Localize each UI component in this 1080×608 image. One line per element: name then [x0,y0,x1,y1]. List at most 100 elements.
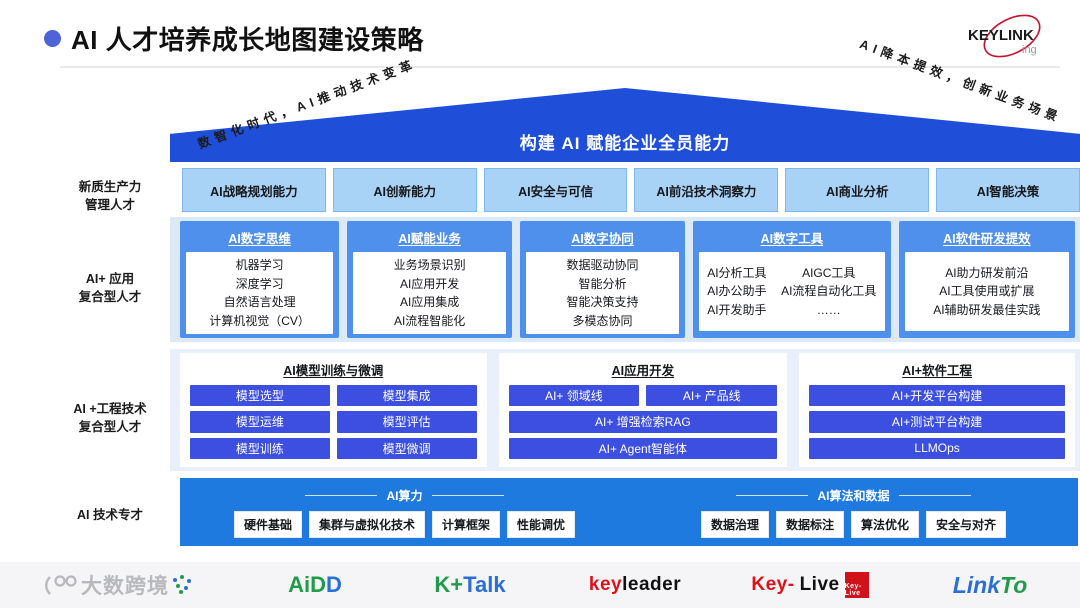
pill-button[interactable]: 模型评估 [336,411,477,433]
chip[interactable]: 数据治理 [700,510,769,538]
keylive-badge-icon: Key-Live [844,572,869,598]
pill-button[interactable]: AI+ Agent智能体 [508,437,778,459]
row1-cell[interactable]: AI安全与可信 [483,168,628,212]
pill-row: AI+ 增强检索RAG [508,411,778,433]
linkto-part-b: To [1000,571,1028,598]
row-label-1: 新质生产力 管理人才 [40,178,180,214]
rule-left [305,494,378,496]
card-list: AI助力研发前沿 AI工具使用或扩展 AI辅助研发最佳实践 [933,264,1040,320]
pyramid-banner: 构建 AI 赋能企业全员能力 数智化时代，AI推动技术变革 AI降本提效，创新业… [170,37,1080,162]
pill-button[interactable]: AI+ 增强检索RAG [508,411,778,433]
row1-cell[interactable]: AI前沿技术洞察力 [634,168,779,212]
pill-button[interactable]: AI+ 领域线 [508,385,640,407]
row1-cell[interactable]: AI商业分析 [785,168,930,212]
chip[interactable]: 安全与对齐 [926,510,1007,538]
svg-text:ing: ing [1022,44,1037,56]
card-title: AI数字工具 [760,232,824,246]
row-4-foundation: AI算力 硬件基础 集群与虚拟化技术 计算框架 性能调优 AI算法和数据 数据治… [180,478,1078,546]
chip[interactable]: 集群与虚拟化技术 [308,510,425,538]
row1-cell[interactable]: AI战略规划能力 [182,168,326,212]
group-title: AI算法和数据 [817,488,890,503]
list-item: 多模态协同 [572,313,633,328]
pill-row: AI+ Agent智能体 [508,437,778,459]
pill-row: LLMOps [809,437,1065,459]
pill-button[interactable]: 模型运维 [190,411,330,433]
pill-button[interactable]: AI+开发平台构建 [809,385,1065,407]
row1-cell[interactable]: AI智能决策 [936,168,1080,212]
footer-logo-keyleader: keyleader [550,562,720,608]
card-body: AI助力研发前沿 AI工具使用或扩展 AI辅助研发最佳实践 [904,252,1070,331]
card-body: 机器学习 深度学习 自然语言处理 计算机视觉（CV） [186,252,334,335]
footer-logo-ktalk-text: K+Talk [434,572,505,598]
card-list: 数据驱动协同 智能分析 智能决策支持 多模态协同 [567,256,639,330]
pill-button[interactable]: LLMOps [809,437,1065,459]
card-ai-software-rnd-efficiency[interactable]: AI软件研发提效 AI助力研发前沿 AI工具使用或扩展 AI辅助研发最佳实践 [898,221,1076,338]
pill-row: AI+ 领域线 AI+ 产品线 [508,385,778,407]
slide-header: AI 人才培养成长地图建设策略 KEYLINK ing [0,0,1080,74]
pill-button[interactable]: 模型选型 [190,385,330,407]
title-divider [60,66,1060,68]
group-ai-algorithm-data: AI算法和数据 数据治理 数据标注 算法优化 安全与对齐 [629,478,1078,546]
list-item: AI开发助手 [707,302,767,317]
row-label-4-line1: AI 技术专才 [77,508,143,522]
row-label-1-line1: 新质生产力 [78,180,142,194]
list-item: AI应用开发 [399,276,460,291]
pill-grid: AI+ 领域线 AI+ 产品线 AI+ 增强检索RAG AI+ Agent智能体 [508,385,778,459]
list-item: AI流程智能化 [393,313,466,328]
row-label-2-line2: 复合型人才 [78,290,142,305]
list-item: AI办公助手 [707,284,767,299]
card-title: AI+软件工程 [902,364,972,378]
card-ai-empower-business[interactable]: AI赋能业务 业务场景识别 AI应用开发 AI应用集成 AI流程智能化 [347,221,513,338]
pill-button[interactable]: 模型微调 [336,437,477,459]
list-item: AI辅助研发最佳实践 [933,302,1041,317]
chip[interactable]: 性能调优 [507,510,576,538]
row-label-1-line2: 管理人才 [84,198,135,213]
card-columns: AI分析工具 AI办公助手 AI开发助手 AIGC工具 AI流程自动化工具 …… [703,264,881,320]
card-list-left: AI分析工具 AI办公助手 AI开发助手 [707,264,766,320]
row-label-3-line1: AI +工程技术 [73,402,147,416]
card-body: AI分析工具 AI办公助手 AI开发助手 AIGC工具 AI流程自动化工具 …… [698,252,885,331]
pill-button[interactable]: AI+测试平台构建 [809,411,1065,433]
pill-row: AI+测试平台构建 [809,411,1065,433]
card-model-training-finetune[interactable]: AI模型训练与微调 模型选型 模型集成 模型运维 模型评估 模型训练 模型微调 [180,353,487,467]
row-label-3-line2: 复合型人才 [78,420,142,435]
card-title: AI数字思维 [228,232,291,246]
pill-button[interactable]: AI+ 产品线 [646,385,778,407]
card-ai-application-development[interactable]: AI应用开发 AI+ 领域线 AI+ 产品线 AI+ 增强检索RAG AI+ A… [498,353,788,467]
pill-row: 模型训练 模型微调 [190,437,477,459]
chip[interactable]: 硬件基础 [233,510,302,538]
footer-logo-dashu: 大数跨境 [0,562,240,608]
pill-grid: AI+开发平台构建 AI+测试平台构建 LLMOps [809,385,1065,459]
row-2-cards: AI数字思维 机器学习 深度学习 自然语言处理 计算机视觉（CV） AI赋能业务… [180,221,1076,338]
pill-grid: 模型选型 模型集成 模型运维 模型评估 模型训练 模型微调 [190,385,477,459]
smiley-icon [45,575,77,595]
card-ai-digital-tools[interactable]: AI数字工具 AI分析工具 AI办公助手 AI开发助手 AIGC工具 AI流程自… [692,221,891,338]
card-ai-digital-thinking[interactable]: AI数字思维 机器学习 深度学习 自然语言处理 计算机视觉（CV） [180,221,340,338]
linkto-part-a: Link [952,571,1001,598]
card-title: AI应用开发 [611,364,675,378]
pill-button[interactable]: 模型集成 [336,385,477,407]
card-ai-digital-collaboration[interactable]: AI数字协同 数据驱动协同 智能分析 智能决策支持 多模态协同 [520,221,685,338]
group-title-wrap: AI算力 [305,487,504,504]
card-title: AI数字协同 [571,232,634,246]
chip[interactable]: 数据标注 [775,510,844,538]
chip[interactable]: 算法优化 [851,510,920,538]
card-list-right: AIGC工具 AI流程自动化工具 …… [781,264,876,320]
chip[interactable]: 计算框架 [432,510,501,538]
group-title-wrap: AI算法和数据 [736,487,971,504]
row1-cell[interactable]: AI创新能力 [332,168,477,212]
list-item: 自然语言处理 [223,295,296,310]
card-body: 数据驱动协同 智能分析 智能决策支持 多模态协同 [526,252,679,335]
ktalk-part-a: K+ [434,572,464,597]
list-item: AI助力研发前沿 [945,265,1029,280]
list-item: 业务场景识别 [393,258,466,272]
chip-row: 硬件基础 集群与虚拟化技术 计算框架 性能调优 [233,510,576,538]
card-ai-software-engineering[interactable]: AI+软件工程 AI+开发平台构建 AI+测试平台构建 LLMOps [799,353,1075,467]
pill-button[interactable]: 模型训练 [190,437,330,459]
list-item: 智能决策支持 [566,295,639,310]
page-title-text: AI 人才培养成长地图建设策略 [71,25,424,55]
list-item: AIGC工具 [802,265,856,280]
pill-row: 模型选型 模型集成 [190,385,477,407]
